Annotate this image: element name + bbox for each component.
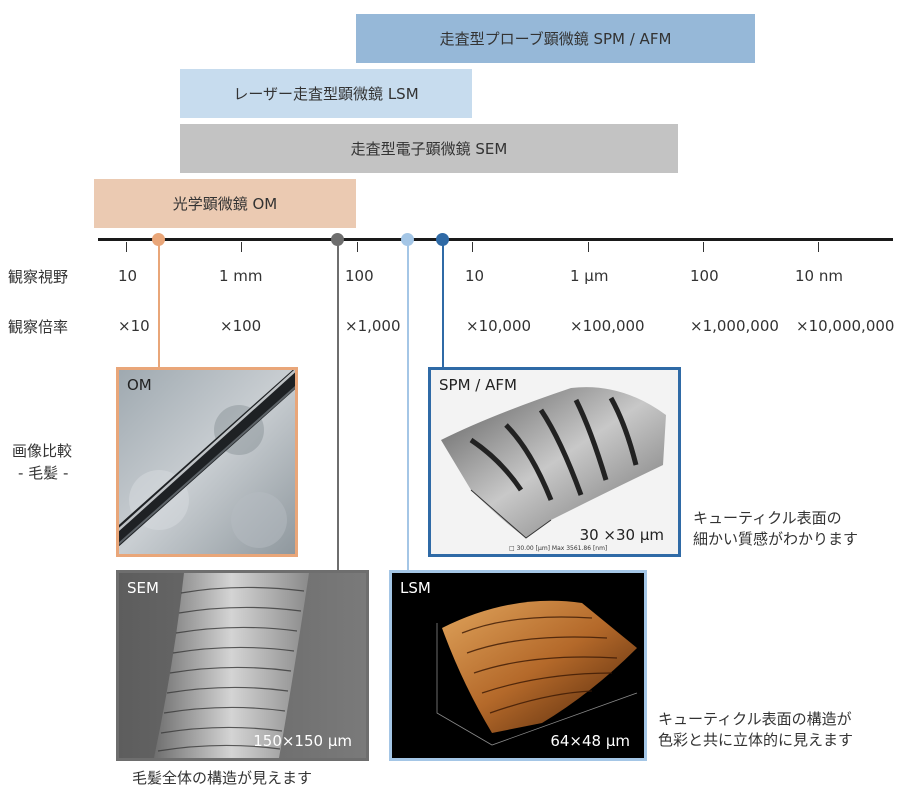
magnification-tick-label: ×10 [118, 317, 150, 335]
compare-row-sublabel: - 毛髪 - [18, 464, 69, 482]
afm-panel-size: 30 ×30 µm [579, 526, 664, 544]
afm-image-panel: □ 30.00 [µm] Max 3561.86 [nm] SPM / AFM … [428, 367, 681, 557]
magnification-tick-label: ×100 [220, 317, 262, 335]
axis-tick [357, 242, 358, 252]
sem-note: 毛髪全体の構造が見えます [132, 769, 313, 787]
axis-tick [472, 242, 473, 252]
sem-connector-line [337, 240, 339, 571]
scale-axis [98, 238, 893, 241]
field-tick-label: 10 nm [795, 267, 843, 285]
om-marker-dot [152, 233, 165, 246]
axis-tick [818, 242, 819, 252]
lsm-panel-size: 64×48 µm [550, 732, 630, 750]
sem-range-bar: 走査型電子顕微鏡 SEM [180, 124, 678, 173]
lsm-image-panel: LSM 64×48 µm [389, 570, 647, 761]
om-range-label: 光学顕微鏡 OM [172, 195, 278, 213]
afm-footer-text: □ 30.00 [µm] Max 3561.86 [nm] [509, 545, 607, 552]
om-hair-image [119, 370, 295, 554]
sem-image-panel: SEM 150×150 µm [116, 570, 369, 761]
afm-note-line-2: 細かい質感がわかります [693, 530, 859, 548]
afm-connector-line [442, 240, 444, 368]
sem-panel-title: SEM [127, 579, 159, 597]
lsm-range-bar: レーザー走査型顕微鏡 LSM [180, 69, 472, 118]
field-tick-label: 1 µm [570, 267, 609, 285]
afm-range-bar: 走査型プローブ顕微鏡 SPM / AFM [356, 14, 755, 63]
afm-marker-dot [436, 233, 449, 246]
magnification-tick-label: ×100,000 [570, 317, 645, 335]
afm-panel-title: SPM / AFM [439, 376, 517, 394]
sem-hair-image [119, 573, 366, 758]
afm-range-label: 走査型プローブ顕微鏡 SPM / AFM [439, 30, 672, 48]
magnification-tick-label: ×10,000 [466, 317, 532, 335]
sem-marker-dot [331, 233, 344, 246]
compare-row-label: 画像比較 [12, 442, 73, 460]
lsm-range-label: レーザー走査型顕微鏡 LSM [233, 85, 419, 103]
field-tick-label: 10 [465, 267, 485, 285]
field-tick-label: 100 [345, 267, 374, 285]
lsm-panel-title: LSM [400, 579, 431, 597]
sem-range-label: 走査型電子顕微鏡 SEM [350, 140, 508, 158]
afm-note-line-1: キューティクル表面の [693, 509, 842, 527]
magnification-tick-label: ×10,000,000 [796, 317, 895, 335]
field-row-label: 観察視野 [8, 268, 69, 286]
afm-surface-image: □ 30.00 [µm] Max 3561.86 [nm] [441, 387, 666, 552]
om-image-panel: OM [116, 367, 298, 557]
om-range-bar: 光学顕微鏡 OM [94, 179, 356, 228]
axis-tick [588, 242, 589, 252]
magnification-row-label: 観察倍率 [8, 318, 69, 336]
axis-tick [241, 242, 242, 252]
field-tick-label: 1 mm [219, 267, 263, 285]
magnification-tick-label: ×1,000,000 [690, 317, 779, 335]
axis-tick [703, 242, 704, 252]
lsm-marker-dot [401, 233, 414, 246]
axis-tick [126, 242, 127, 252]
lsm-note-line-2: 色彩と共に立体的に見えます [658, 731, 854, 749]
lsm-note-line-1: キューティクル表面の構造が [658, 710, 852, 728]
lsm-connector-line [407, 240, 409, 571]
sem-panel-size: 150×150 µm [253, 732, 352, 750]
field-tick-label: 10 [118, 267, 138, 285]
lsm-surface-image [436, 600, 638, 746]
om-panel-title: OM [127, 376, 152, 394]
om-connector-line [158, 240, 160, 368]
magnification-tick-label: ×1,000 [345, 317, 401, 335]
field-tick-label: 100 [690, 267, 719, 285]
